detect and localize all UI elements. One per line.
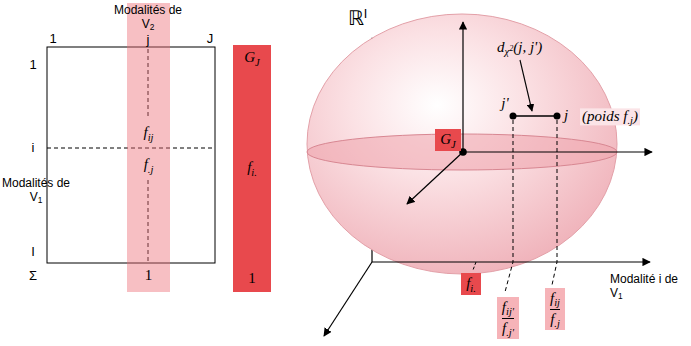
projection-line: [505, 120, 513, 292]
text-run: ℝ: [348, 6, 364, 30]
coordinate-box: fijf.j: [545, 288, 565, 330]
row-index: i: [32, 141, 35, 156]
axis-line: [324, 262, 372, 336]
node-text: fi.: [233, 159, 271, 176]
text-run: d: [497, 39, 505, 55]
axis-line: [372, 261, 650, 262]
point-label: j: [564, 107, 568, 124]
text-run: ij': [506, 306, 514, 317]
profile-point: [554, 113, 561, 120]
text-run: 1: [145, 267, 153, 283]
row-index: I: [31, 245, 35, 260]
text-run: 2: [150, 23, 155, 33]
text-run: f: [550, 290, 554, 306]
text-run: f: [143, 124, 147, 140]
axis-line: [462, 22, 463, 152]
text-run: i.: [470, 283, 476, 294]
leader-arrow: [520, 60, 532, 111]
space-label: ℝI: [348, 7, 367, 30]
text-run: .j: [554, 318, 560, 329]
text-run: I: [31, 244, 35, 259]
text-run: (poids f: [582, 108, 627, 124]
text-run: f: [247, 159, 251, 175]
text-run: .j: [148, 164, 154, 175]
text-run: f: [502, 320, 506, 336]
text-run: f: [466, 275, 470, 291]
node-text: f.j: [550, 311, 560, 328]
ellipsoid: [307, 14, 617, 274]
column-index: j: [147, 33, 150, 48]
text-run: 1: [618, 292, 623, 302]
text-run: .j': [506, 327, 514, 338]
text-run: J: [451, 139, 456, 150]
text-run: f: [502, 299, 506, 315]
text-run: ij: [554, 297, 560, 308]
text-run: Modalités de V: [114, 3, 182, 31]
text-run: i: [32, 140, 35, 155]
variable-heading: Modalités de V2: [111, 4, 185, 32]
profile-point: [510, 113, 517, 120]
text-run: (j, j'): [513, 39, 542, 55]
text-run: Modalités de V: [2, 176, 70, 204]
node-text: GJ: [233, 49, 271, 66]
text-run: ): [633, 108, 638, 124]
node-text: 1: [127, 267, 170, 284]
marginal-box: fi.: [461, 273, 481, 294]
text-run: 1: [248, 270, 256, 286]
node-text: fij: [550, 290, 560, 309]
projection-line: [473, 262, 476, 270]
text-run: J: [207, 31, 214, 46]
text-run: 1: [29, 57, 36, 72]
variable-heading: Modalités de V1: [0, 177, 73, 205]
node-text: fi.: [466, 275, 476, 292]
coordinate-box: fij'f.j': [497, 297, 519, 339]
text-run: 2: [509, 45, 513, 54]
text-run: G: [440, 131, 451, 147]
axis-line: [407, 152, 463, 204]
text-run: ij: [148, 132, 154, 143]
text-run: Σ: [29, 268, 37, 283]
text-run: 1: [38, 196, 43, 206]
text-run: .j: [627, 116, 633, 127]
text-run: j: [147, 32, 150, 47]
column-index: J: [207, 32, 214, 47]
text-run: χ: [505, 47, 510, 58]
row-total: Σ: [29, 269, 37, 284]
distance-label: dχ2(j, j'): [497, 39, 542, 56]
node-text: GJ: [440, 131, 456, 148]
text-run: 1: [49, 31, 56, 46]
distance-segment: [513, 115, 557, 117]
text-run: f: [550, 311, 554, 327]
text-run: G: [244, 49, 255, 65]
row-index: 1: [29, 58, 36, 73]
text-run: i.: [251, 167, 257, 178]
node-text: f.j': [502, 320, 514, 337]
text-run: j: [564, 107, 568, 123]
point-label: j': [501, 95, 508, 112]
text-run: f: [144, 156, 148, 172]
centroid-label: GJ: [435, 129, 461, 150]
text-run: I: [364, 6, 368, 20]
projection-line: [552, 120, 557, 285]
text-run: J: [255, 57, 260, 68]
weight-label: (poids f.j): [580, 108, 640, 125]
axis-label: Modalité i de V1: [610, 273, 686, 301]
node-text: 1: [233, 270, 271, 287]
node-text: fij: [127, 124, 170, 141]
column-index: 1: [49, 32, 56, 47]
text-run: j': [501, 95, 508, 111]
margin-column: GJfi.1: [233, 45, 271, 292]
node-text: fij': [502, 299, 514, 318]
node-text: f.j: [127, 156, 170, 173]
